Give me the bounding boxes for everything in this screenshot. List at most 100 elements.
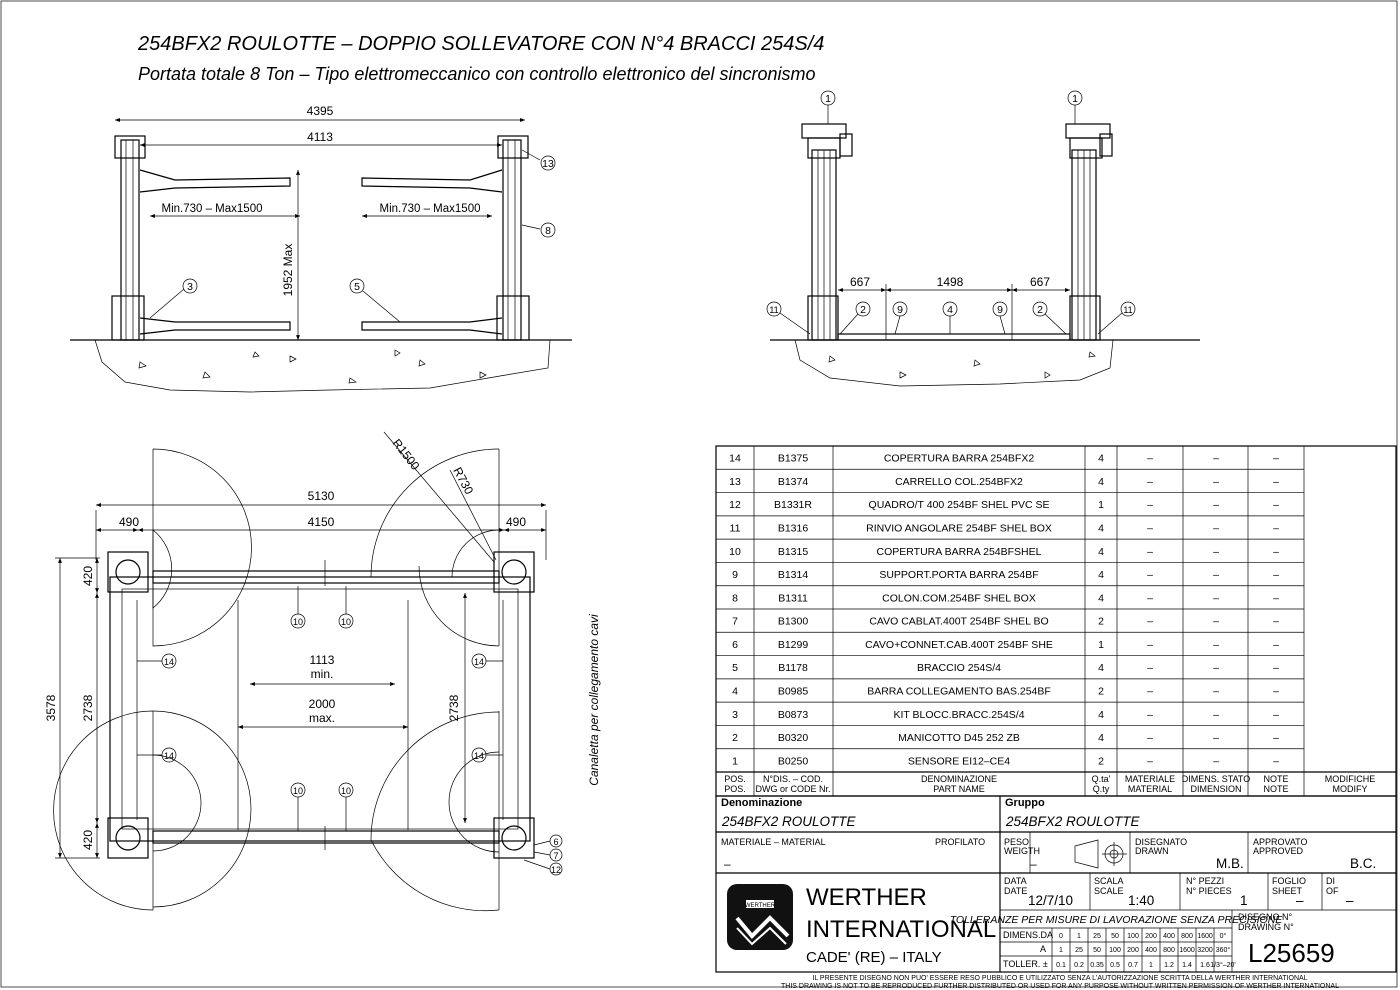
plan-dim-total: 5130 [308, 489, 335, 503]
bom-cell-qty: 4 [1098, 732, 1104, 744]
svg-text:10: 10 [341, 786, 351, 796]
svg-text:DATA: DATA [1004, 876, 1027, 886]
svg-text:MODIFY: MODIFY [1333, 784, 1368, 794]
svg-text:14: 14 [474, 657, 484, 667]
plan-min-gap: 1113 [310, 653, 335, 667]
bom-cell-name: COPERTURA BARRA 254BFSHEL [877, 546, 1042, 558]
tolerance-cell: 3200 [1197, 947, 1213, 954]
bom-cell-pos: 11 [730, 523, 741, 535]
svg-text:1: 1 [825, 93, 831, 105]
plan-dim-depth: 3578 [44, 694, 58, 721]
drawing-title: 254BFX2 ROULOTTE – DOPPIO SOLLEVATORE CO… [137, 33, 824, 55]
bom-cell-qty: 2 [1098, 686, 1104, 698]
bom-header-code: N°DIS. – COD. [763, 774, 823, 784]
bom-cell-mat: – [1147, 592, 1153, 604]
bom-header-note: NOTE [1263, 774, 1288, 784]
bom-cell-note: – [1273, 616, 1279, 628]
svg-text:2: 2 [860, 304, 866, 316]
tol-row2-label: A [1040, 944, 1046, 954]
bom-cell-mat: – [1147, 639, 1153, 651]
bom-header-qty: Q.ta' [1092, 774, 1111, 784]
bom-cell-pos: 9 [732, 569, 738, 581]
svg-text:14: 14 [164, 751, 174, 761]
callout-5-label: 5 [354, 281, 360, 293]
bom-cell-pos: 3 [732, 709, 738, 721]
plan-dim-left: 490 [119, 515, 139, 529]
bom-cell-qty: 4 [1098, 569, 1104, 581]
callout-13 [540, 155, 556, 171]
bom-cell-pos: 4 [732, 686, 738, 698]
svg-text:PART NAME: PART NAME [933, 784, 985, 794]
dim-inner: 4113 [307, 130, 333, 144]
bom-cell-name: CAVO+CONNET.CAB.400T 254BF SHE [865, 639, 1053, 651]
plan-view: 5130 490 4150 490 R1500 R730 3578 420 27… [44, 431, 601, 911]
company-address: CADE' (RE) – ITALY [806, 949, 942, 966]
drawing-subtitle: Portata totale 8 Ton – Tipo elettromecca… [138, 64, 816, 84]
svg-text:10: 10 [293, 617, 303, 627]
side-dim-right: 667 [1030, 275, 1050, 289]
bom-cell-qty: 4 [1098, 662, 1104, 674]
side-left-base [807, 295, 839, 341]
bom-cell-name: BRACCIO 254S/4 [917, 662, 1001, 674]
bom-cell-name: RINVIO ANGOLARE 254BF SHEL BOX [866, 523, 1052, 535]
bom-cell-name: CAVO CABLAT.400T 254BF SHEL BO [869, 616, 1048, 628]
bom-cell-name: SENSORE EI12–CE4 [908, 755, 1010, 767]
tolerance-cell: 1.4 [1182, 962, 1192, 969]
tolerance-cell: 800 [1163, 947, 1175, 954]
denominazione-value: 254BFX2 ROULOTTE [721, 814, 857, 829]
bom-cell-pos: 12 [729, 499, 741, 511]
svg-text:DWG or CODE Nr.: DWG or CODE Nr. [755, 784, 830, 794]
side-view: 667 1498 667 1 1 11 2 9 4 9 2 11 [766, 90, 1200, 387]
svg-text:9: 9 [997, 304, 1003, 316]
side-dim-middle: 1498 [937, 275, 964, 289]
bom-header-modify: MODIFICHE [1325, 774, 1376, 784]
denominazione-label: Denominazione [721, 797, 802, 809]
svg-text:1: 1 [1072, 93, 1078, 105]
bom-cell-note: – [1273, 755, 1279, 767]
title-block-border [715, 795, 1397, 973]
bom-cell-code: B0250 [778, 755, 809, 767]
svg-text:MATERIAL: MATERIAL [1128, 784, 1172, 794]
front-right-column-base [496, 295, 530, 341]
bom-cell-dim: – [1213, 592, 1219, 604]
bom-cell-mat: – [1147, 732, 1153, 744]
dim-overall: 4395 [307, 104, 334, 118]
svg-text:DIMENSION: DIMENSION [1190, 784, 1241, 794]
bom-cell-dim: – [1213, 732, 1219, 744]
plan-max-label: max. [309, 711, 335, 725]
bom-cell-mat: – [1147, 453, 1153, 465]
side-callout-1-left [820, 90, 836, 106]
bom-cell-name: COPERTURA BARRA 254BFX2 [884, 453, 1035, 465]
svg-text:14: 14 [474, 751, 484, 761]
bom-cell-mat: – [1147, 755, 1153, 767]
bom-cell-dim: – [1213, 755, 1219, 767]
bom-cell-name: COLON.COM.254BF SHEL BOX [882, 592, 1036, 604]
bom-cell-code: B0873 [778, 709, 809, 721]
gruppo-value: 254BFX2 ROULOTTE [1005, 814, 1141, 829]
tolerance-cell: 1.2 [1164, 962, 1174, 969]
approved-by: B.C. [1350, 856, 1376, 871]
pieces-value: 1 [1240, 893, 1248, 908]
side-callout-2-left [855, 301, 871, 317]
svg-text:APPROVED: APPROVED [1253, 846, 1304, 856]
bom-border [715, 445, 1397, 797]
svg-text:OF: OF [1326, 886, 1339, 896]
bom-cell-dim: – [1213, 476, 1219, 488]
side-callout-11-right [1120, 301, 1136, 317]
side-callout-11-left [766, 301, 782, 317]
svg-text:Q.ty: Q.ty [1093, 784, 1110, 794]
bom-cell-dim: – [1213, 639, 1219, 651]
ground-foundation [94, 339, 551, 393]
bom-cell-note: – [1273, 639, 1279, 651]
side-right-base [1069, 295, 1101, 341]
bom-cell-dim: – [1213, 569, 1219, 581]
bom-cell-note: – [1273, 476, 1279, 488]
svg-text:12: 12 [551, 865, 561, 875]
bom-cell-code: B1315 [778, 546, 809, 558]
company-name-2: INTERNATIONAL [806, 916, 996, 943]
svg-text:4: 4 [947, 304, 953, 316]
svg-text:11: 11 [769, 305, 778, 315]
tolerance-cell: 360° [1216, 946, 1231, 954]
